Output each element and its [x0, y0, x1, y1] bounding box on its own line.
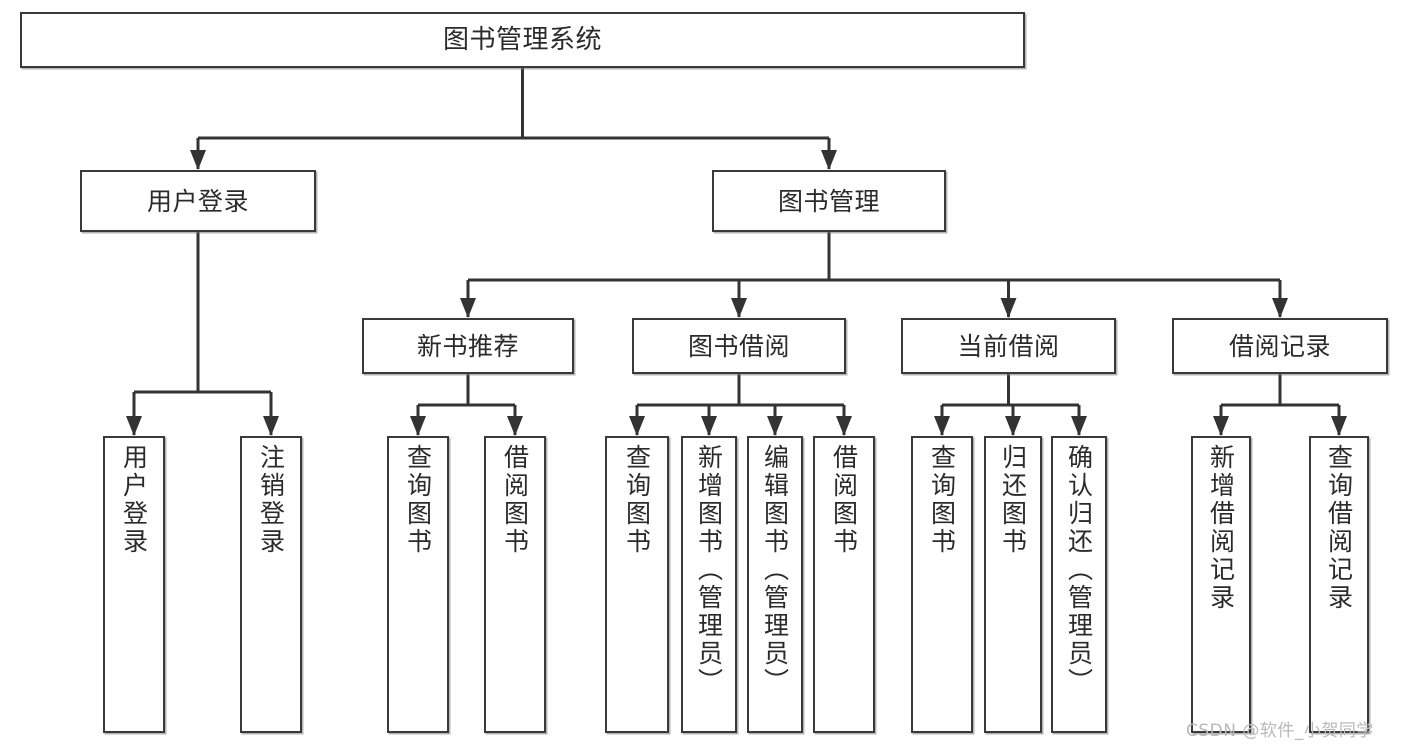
- node-label-leaf-login-1: 用户登录: [119, 444, 149, 556]
- node-leaf-cur-3[interactable]: 确认归还（管理员）: [1051, 436, 1107, 733]
- node-label-records: 借阅记录: [1228, 331, 1331, 361]
- arrow-head-icon: [836, 416, 852, 436]
- node-label-leaf-cur-1: 查询图书: [927, 444, 957, 556]
- arrow-head-icon: [263, 416, 279, 436]
- node-label-leaf-cur-3: 确认归还（管理员）: [1064, 444, 1094, 696]
- arrow-head-icon: [1213, 416, 1229, 436]
- node-root[interactable]: 图书管理系统: [20, 12, 1025, 68]
- arrow-head-icon: [731, 298, 747, 318]
- node-leaf-rec-1[interactable]: 新增借阅记录: [1191, 436, 1251, 733]
- arrow-head-icon: [629, 416, 645, 436]
- node-label-bookmgmt: 图书管理: [777, 186, 880, 216]
- arrow-head-icon: [934, 416, 950, 436]
- arrow-head-icon: [410, 416, 426, 436]
- node-leaf-login-1[interactable]: 用户登录: [103, 436, 165, 733]
- node-label-leaf-cur-2: 归还图书: [998, 444, 1028, 556]
- node-leaf-new-1[interactable]: 查询图书: [387, 436, 449, 733]
- arrow-head-icon: [460, 298, 476, 318]
- node-leaf-cur-2[interactable]: 归还图书: [984, 436, 1042, 733]
- node-label-leaf-rec-1: 新增借阅记录: [1206, 444, 1236, 612]
- node-leaf-bor-4[interactable]: 借阅图书: [813, 436, 875, 733]
- node-leaf-bor-3[interactable]: 编辑图书（管理员）: [747, 436, 803, 733]
- node-login[interactable]: 用户登录: [80, 170, 316, 232]
- node-records[interactable]: 借阅记录: [1172, 318, 1388, 374]
- node-label-current: 当前借阅: [957, 331, 1060, 361]
- arrow-head-icon: [126, 416, 142, 436]
- arrow-head-icon: [1005, 416, 1021, 436]
- node-label-borrow: 图书借阅: [687, 331, 790, 361]
- node-current[interactable]: 当前借阅: [901, 318, 1116, 374]
- node-bookmgmt[interactable]: 图书管理: [712, 170, 946, 232]
- arrow-head-icon: [1000, 298, 1017, 318]
- node-label-root: 图书管理系统: [442, 25, 602, 55]
- node-leaf-bor-2[interactable]: 新增图书（管理员）: [681, 436, 737, 733]
- arrow-head-icon: [767, 416, 783, 436]
- node-label-leaf-new-1: 查询图书: [403, 444, 433, 556]
- arrow-head-icon: [1071, 416, 1087, 436]
- node-leaf-login-2[interactable]: 注销登录: [240, 436, 302, 733]
- node-leaf-rec-2[interactable]: 查询借阅记录: [1309, 436, 1369, 733]
- node-borrow[interactable]: 图书借阅: [632, 318, 846, 374]
- node-label-leaf-rec-2: 查询借阅记录: [1324, 444, 1354, 612]
- arrow-head-icon: [190, 150, 206, 170]
- node-label-leaf-bor-3: 编辑图书（管理员）: [760, 444, 790, 696]
- arrow-head-icon: [1272, 298, 1288, 318]
- node-label-leaf-new-2: 借阅图书: [500, 444, 530, 556]
- node-label-login: 用户登录: [146, 186, 249, 216]
- node-label-leaf-bor-4: 借阅图书: [829, 444, 859, 556]
- node-leaf-new-2[interactable]: 借阅图书: [484, 436, 546, 733]
- node-label-leaf-bor-1: 查询图书: [622, 444, 652, 556]
- arrow-head-icon: [821, 150, 837, 170]
- arrow-head-icon: [701, 416, 717, 436]
- node-label-leaf-login-2: 注销登录: [256, 444, 286, 556]
- node-newbook[interactable]: 新书推荐: [362, 318, 574, 374]
- node-label-leaf-bor-2: 新增图书（管理员）: [694, 444, 724, 696]
- node-label-newbook: 新书推荐: [416, 331, 519, 361]
- node-leaf-bor-1[interactable]: 查询图书: [605, 436, 669, 733]
- arrow-head-icon: [1331, 416, 1347, 436]
- arrow-head-icon: [507, 416, 523, 436]
- node-leaf-cur-1[interactable]: 查询图书: [911, 436, 973, 733]
